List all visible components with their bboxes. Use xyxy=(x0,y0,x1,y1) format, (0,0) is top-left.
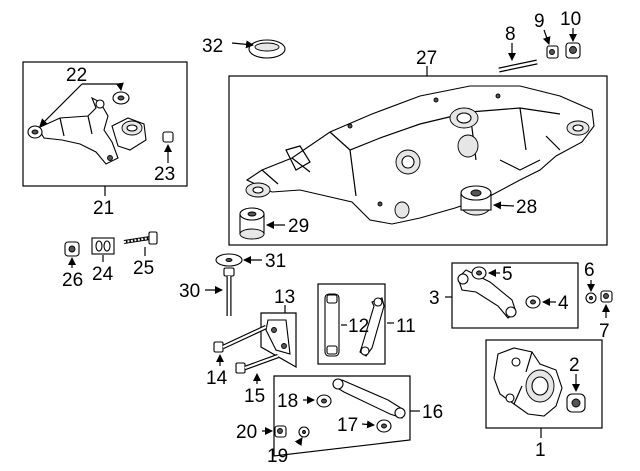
washers-24-part xyxy=(91,237,115,255)
bolt-30-part xyxy=(223,267,235,316)
nut-10-part xyxy=(565,42,581,59)
callout-8: 8 xyxy=(505,24,516,45)
callout-29: 29 xyxy=(288,216,309,237)
callout-17: 17 xyxy=(337,415,358,436)
callout-32: 32 xyxy=(202,36,223,57)
callout-18: 18 xyxy=(277,391,298,412)
leader-lines xyxy=(39,28,610,447)
bushing-22b-part xyxy=(27,125,43,139)
callout-14: 14 xyxy=(206,368,228,389)
nut-20-part xyxy=(274,425,287,438)
bushing-2-part xyxy=(566,393,586,413)
lower-arm-part xyxy=(37,96,147,165)
callout-1: 1 xyxy=(535,440,546,461)
knuckle-1-part xyxy=(493,347,563,417)
link-12-part xyxy=(324,293,340,357)
callout-10: 10 xyxy=(560,9,581,30)
callout-24: 24 xyxy=(92,264,114,285)
bushing-29-part xyxy=(239,207,265,240)
toe-link-box xyxy=(317,283,386,365)
nut-7-part xyxy=(600,290,613,303)
callout-26: 26 xyxy=(62,270,83,291)
callout-21: 21 xyxy=(93,198,114,219)
callout-12: 12 xyxy=(348,316,369,337)
callout-9: 9 xyxy=(534,11,545,32)
callout-6: 6 xyxy=(584,260,595,281)
bushing-18-part xyxy=(316,394,332,408)
bolt-25-part xyxy=(123,231,158,245)
callout-labels: 32 8 9 10 27 22 23 21 28 29 31 30 26 24 … xyxy=(62,9,610,467)
crossmember-box xyxy=(228,75,608,246)
bushing-17-part xyxy=(376,419,392,433)
callout-16: 16 xyxy=(422,402,443,423)
callout-20: 20 xyxy=(236,422,257,443)
bolt-15-part xyxy=(235,353,279,374)
callout-27: 27 xyxy=(416,48,437,69)
trailing-link-box xyxy=(273,375,411,457)
crossmember-part xyxy=(245,85,595,225)
callout-15: 15 xyxy=(244,386,265,407)
callout-3: 3 xyxy=(429,288,440,309)
nut-26-part xyxy=(64,241,80,257)
washer-31-part xyxy=(215,253,243,267)
link-11-part xyxy=(359,297,385,357)
bracket-box xyxy=(260,312,297,369)
knuckle-box xyxy=(485,339,603,429)
bushing-22a-part xyxy=(112,91,130,105)
bolt-14-part xyxy=(213,324,267,353)
washer-19-part xyxy=(298,426,310,438)
callout-28: 28 xyxy=(516,197,537,218)
bushing-4-part xyxy=(525,295,541,309)
callout-19: 19 xyxy=(267,446,288,467)
callout-11: 11 xyxy=(396,316,416,337)
callout-23: 23 xyxy=(154,164,175,185)
trailing-link-16-part xyxy=(332,378,406,419)
bushing-23-part xyxy=(162,131,174,143)
callout-13: 13 xyxy=(274,287,295,308)
bracket-13-part xyxy=(265,319,291,355)
callout-4: 4 xyxy=(558,293,569,314)
callout-25: 25 xyxy=(133,258,154,279)
callout-30: 30 xyxy=(179,281,200,302)
bushing-28-part xyxy=(460,185,492,216)
callout-22: 22 xyxy=(66,65,87,86)
washer-6-part xyxy=(585,292,597,304)
plug-part xyxy=(248,39,286,59)
callout-5: 5 xyxy=(502,264,513,285)
nut-9-part xyxy=(546,45,559,59)
callout-31: 31 xyxy=(265,251,286,272)
callout-7: 7 xyxy=(599,321,610,342)
bushing-5-part xyxy=(471,266,487,280)
pin-part xyxy=(498,59,538,73)
upper-arm-box xyxy=(451,262,579,329)
callout-2: 2 xyxy=(569,355,580,376)
